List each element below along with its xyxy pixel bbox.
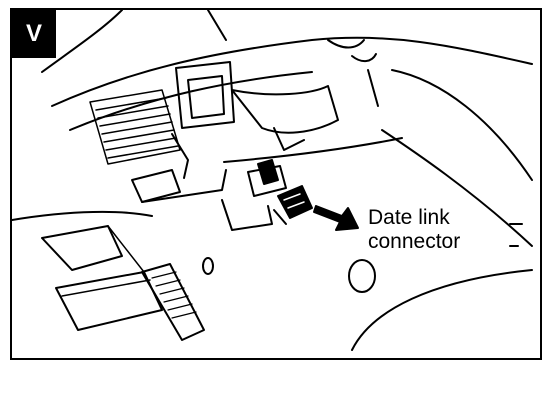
step-marker-badge: V (12, 10, 56, 58)
panel-lid (175, 61, 235, 129)
air-vent (89, 89, 181, 165)
clip-hole (202, 257, 214, 275)
brake-pedal (41, 225, 163, 331)
figure-frame: V Date link connector (10, 8, 542, 360)
floor-edge (12, 210, 153, 221)
pointer-arrow (313, 205, 359, 231)
column-shroud (231, 85, 339, 134)
trim-line (207, 10, 227, 41)
dashboard-line-drawing (12, 10, 533, 351)
key-slot (327, 39, 365, 49)
under-dash-edge (223, 137, 403, 163)
release-lever (171, 133, 189, 179)
callout-line-1: Date link (368, 206, 450, 229)
connector-callout-label: Date link connector (368, 206, 460, 254)
lower-dash-edge (141, 169, 227, 203)
accelerator-pedal (141, 263, 205, 341)
pillar-edge (41, 10, 123, 73)
grommet (348, 259, 376, 293)
lower-bracket (131, 169, 181, 203)
callout-line-2: connector (368, 230, 461, 253)
kick-bracket (221, 199, 273, 231)
column-rib (367, 69, 379, 107)
data-link-connector (273, 185, 313, 225)
right-trim-lower (381, 129, 533, 247)
panel-lid-inner (187, 75, 225, 119)
dash-top-edge (51, 36, 533, 107)
connector-bracket (247, 159, 287, 197)
column-lower (273, 127, 305, 151)
ignition-ring (351, 53, 377, 62)
floor-curve (351, 269, 533, 351)
right-trim-upper (391, 69, 533, 181)
